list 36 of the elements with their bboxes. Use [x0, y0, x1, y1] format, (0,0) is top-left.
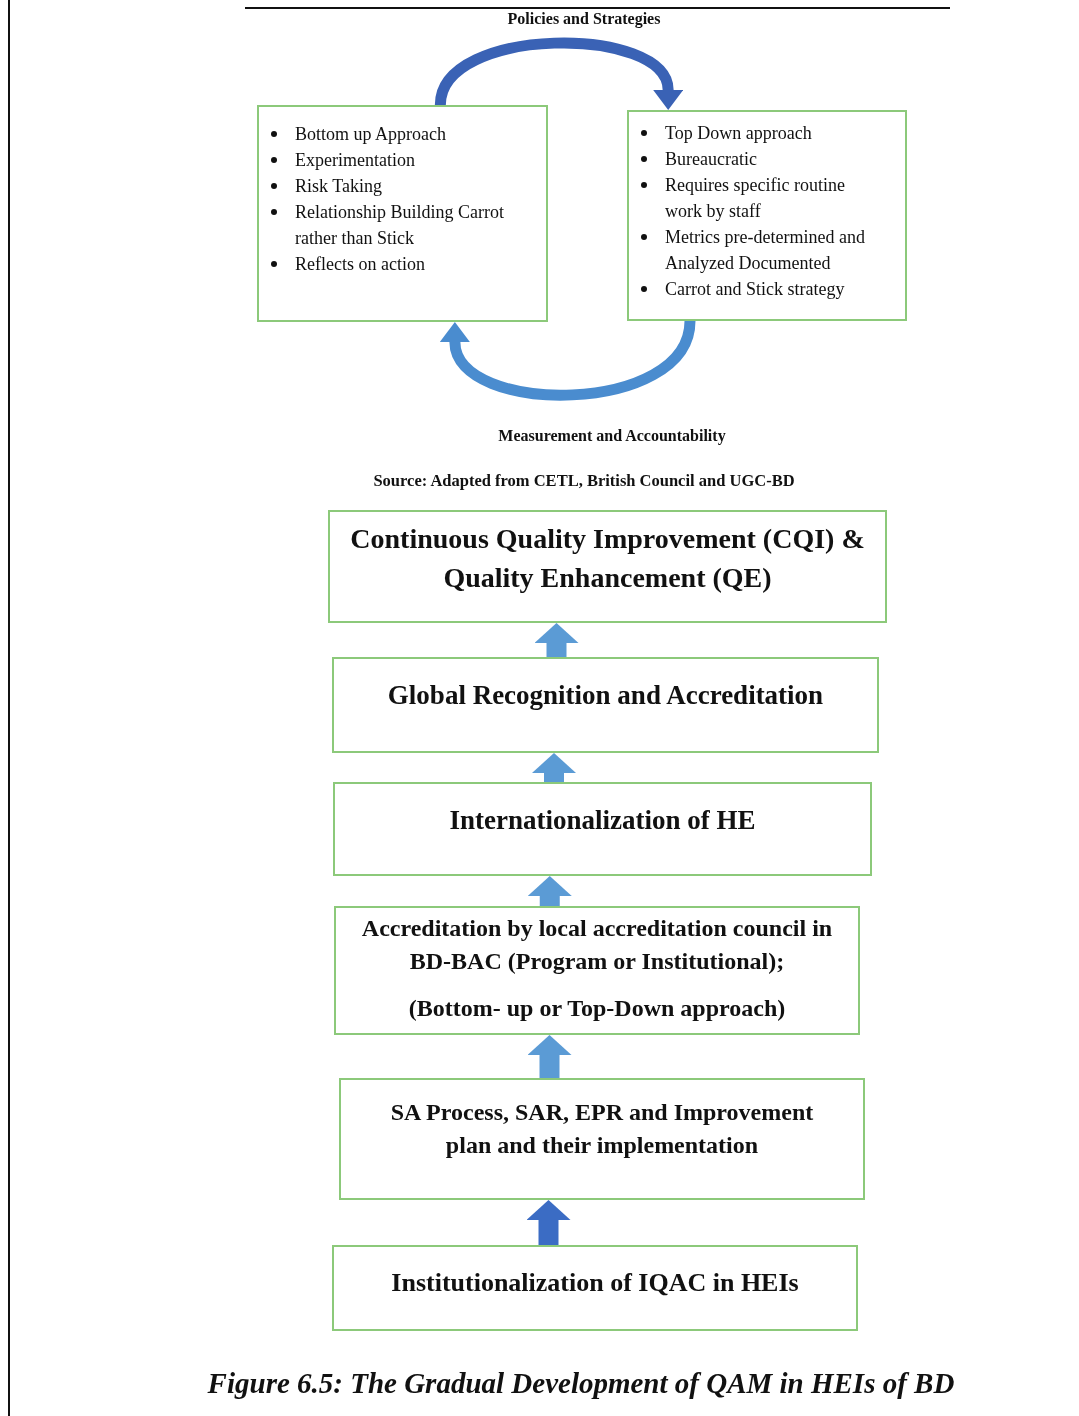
bullet-item: Bottom up Approach: [295, 124, 446, 144]
text-box: [627, 110, 907, 321]
curved-arrow: [440, 319, 696, 401]
bullet-item: Relationship Building Carrot rather than Stick: [295, 202, 504, 248]
text-box: [339, 1078, 865, 1200]
text-box: [333, 782, 872, 876]
block-arrow: [527, 876, 572, 906]
bullet-item: Top Down approach: [665, 123, 812, 143]
text-box: [334, 906, 860, 1035]
bullet-item: Carrot and Stick strategy: [665, 279, 845, 299]
bullet-item: Reflects on action: [295, 254, 425, 274]
bullet-item: Bureaucratic: [665, 149, 757, 169]
box-title: Continuous Quality Improvement (CQI) & Quality Enhancement (QE): [349, 522, 866, 595]
box-title: (Bottom- up or Top-Down approach): [408, 994, 786, 1024]
text-box: [332, 1245, 858, 1331]
box-title: SA Process, SAR, EPR and Improvement plan and their implementation: [389, 1098, 815, 1161]
block-arrow: [534, 623, 579, 657]
text-box: [257, 105, 548, 322]
block-arrow: [527, 1035, 572, 1078]
bullet-item: Metrics pre-determined and Analyzed Documented: [665, 227, 865, 273]
block-arrow: [532, 753, 576, 782]
heading-label: Source: Adapted from CETL, British Council and UGC-BD: [373, 471, 795, 491]
box-title: Institutionalization of IQAC in HEIs: [391, 1267, 799, 1299]
heading-label: Measurement and Accountability: [498, 427, 726, 445]
heading-label: Policies and Strategies: [507, 10, 661, 28]
bullet-item: Experimentation: [295, 150, 415, 170]
bullet-item: Requires specific routine work by staff: [665, 175, 845, 221]
box-title: Internationalization of HE: [449, 804, 756, 837]
box-title: Accreditation by local accreditation council in BD-BAC (Program or Institutional);: [360, 914, 834, 977]
text-box: [328, 510, 887, 623]
block-arrow: [526, 1200, 571, 1245]
curved-arrow: [435, 37, 683, 110]
text-box: [332, 657, 879, 753]
bullet-item: Risk Taking: [295, 176, 382, 196]
box-title: Global Recognition and Accreditation: [387, 679, 824, 712]
figure-caption: Figure 6.5: The Gradual Development of QAM in HEIs of BD: [207, 1367, 955, 1400]
